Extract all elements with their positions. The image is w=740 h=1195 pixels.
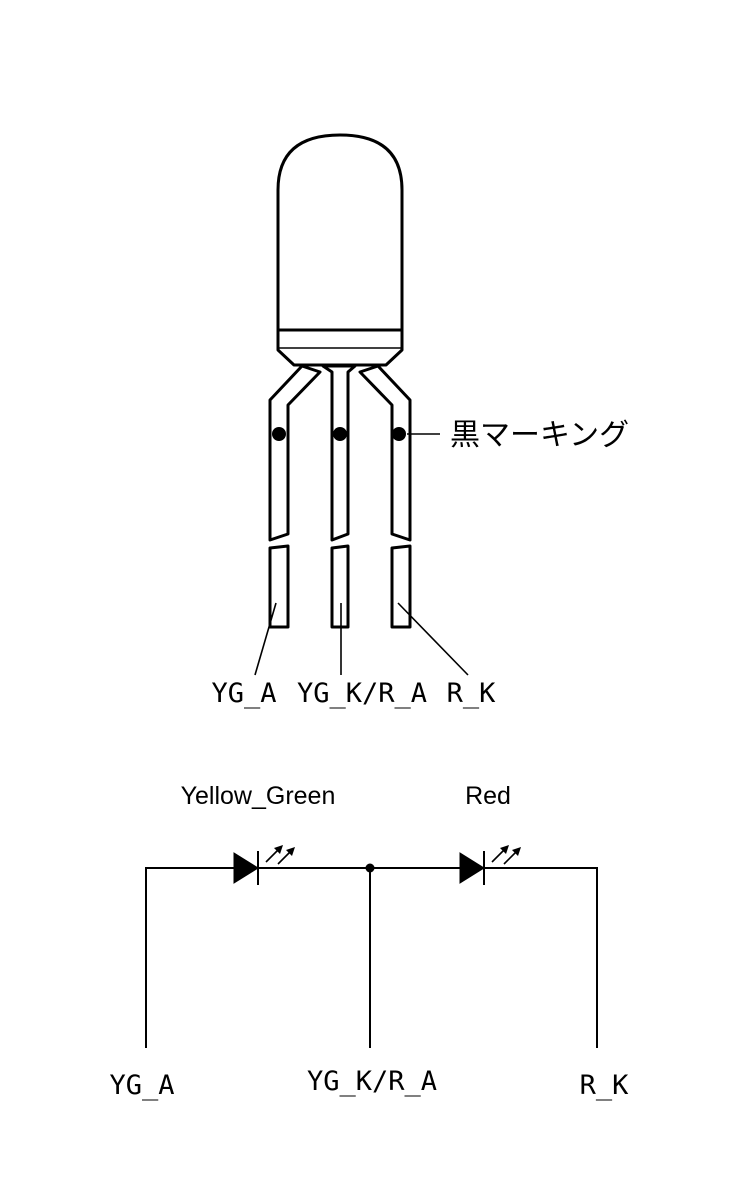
black-marking-dot: [333, 427, 347, 441]
pin-label-yg-k-r-a: YG_K/R_A: [297, 678, 427, 709]
junction-dot: [365, 863, 375, 873]
pin-label-yg-a: YG_A: [211, 678, 276, 709]
lead-middle: [321, 364, 357, 542]
black-marking-dot: [272, 427, 286, 441]
terminal-label-yg-a: YG_A: [109, 1070, 174, 1101]
lead-left: [268, 364, 322, 542]
black-marking-dot: [392, 427, 406, 441]
led1-symbol: [233, 845, 295, 885]
marking-label: 黒マーキング: [450, 418, 629, 453]
lead-right: [358, 364, 412, 542]
terminal-label-yg-k-r-a: YG_K/R_A: [307, 1066, 437, 1097]
led-lens: [276, 133, 404, 332]
led-package: 黒マーキング YG_A YG_K/R_A R_K: [211, 133, 629, 709]
wire-right: [484, 867, 598, 1048]
lead-middle-lower: [330, 544, 350, 629]
pin-leader-line: [254, 602, 277, 676]
led2-label: Red: [465, 782, 511, 810]
terminal-label-r-k: R_K: [580, 1070, 630, 1101]
lead-right-lower: [390, 544, 412, 629]
pin-label-r-k: R_K: [447, 678, 497, 709]
led2-symbol: [459, 845, 521, 885]
led1-label: Yellow_Green: [181, 782, 336, 810]
pin-leader-line: [397, 602, 469, 676]
schematic: Yellow_Green Red YG_A YG_K/R_A: [109, 782, 629, 1101]
wire-left: [145, 867, 234, 1048]
